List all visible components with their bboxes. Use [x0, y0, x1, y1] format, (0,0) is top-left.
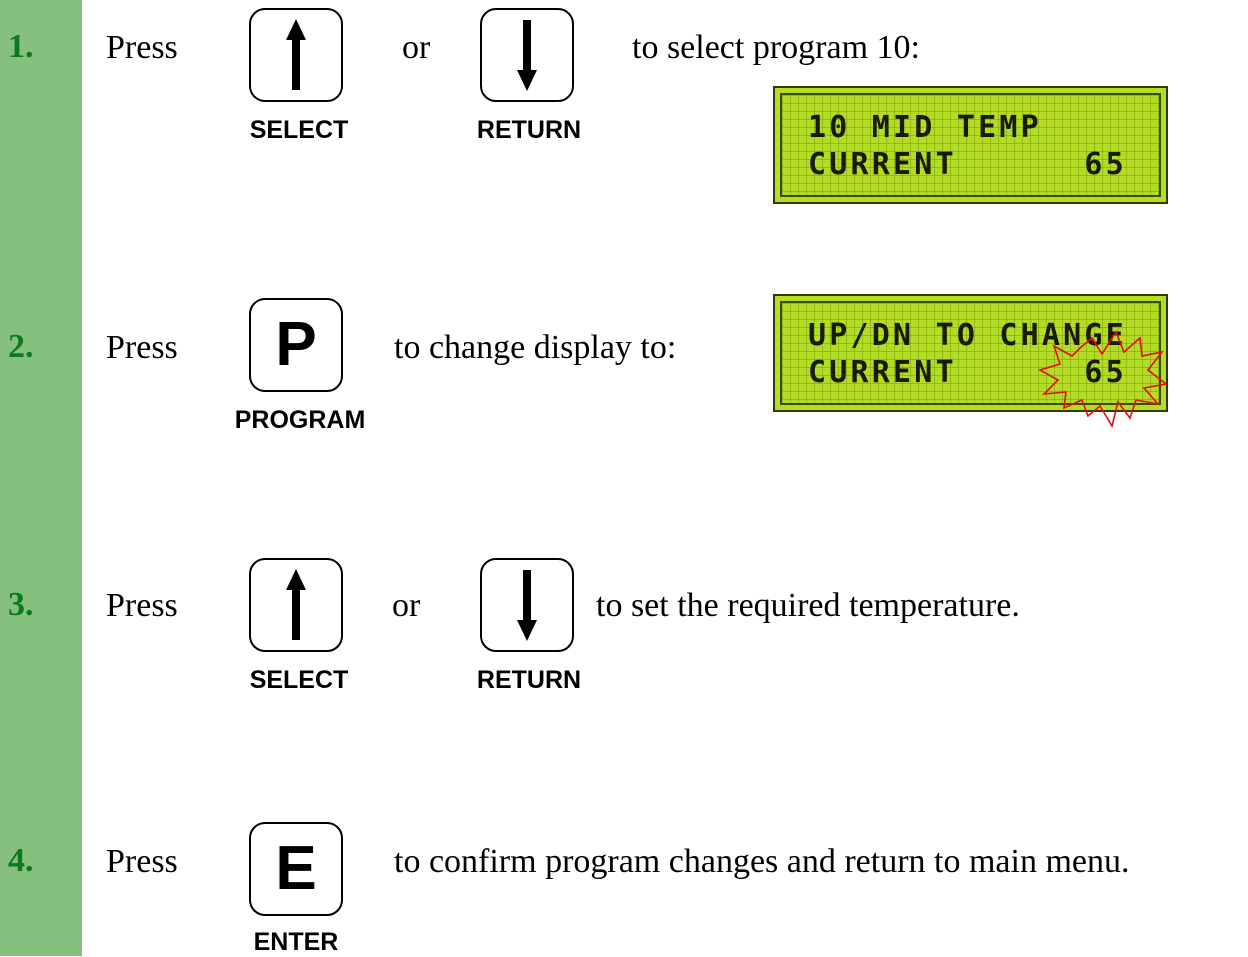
return-down-key[interactable] [480, 558, 574, 652]
select-up-key[interactable] [249, 558, 343, 652]
return-down-key[interactable] [480, 8, 574, 102]
highlight-burst-icon [1037, 330, 1168, 428]
step-3-press-text: Press [106, 587, 178, 624]
lcd-display-step-1: 10 MID TEMP CURRENT 65 [773, 86, 1168, 204]
program-key-label: PROGRAM [234, 406, 366, 434]
step-1-or-text: or [402, 29, 431, 66]
select-key-label: SELECT [249, 116, 349, 144]
enter-key-symbol: E [275, 834, 317, 903]
lcd-line-1: UP/DN TO CHANGE [808, 318, 1127, 353]
lcd-display-step-2: UP/DN TO CHANGE CURRENT 65 [773, 294, 1168, 412]
enter-key[interactable]: E [249, 822, 343, 916]
step-1-instruction: to select program 10: [632, 29, 920, 66]
step-4-instruction: to confirm program changes and return to… [394, 843, 1130, 880]
arrow-up-icon [286, 569, 306, 640]
return-key-label: RETURN [476, 666, 582, 694]
arrow-down-icon [517, 20, 537, 91]
program-key-symbol: P [275, 310, 317, 379]
step-4-press-text: Press [106, 843, 178, 880]
select-key-label: SELECT [249, 666, 349, 694]
arrow-down-icon [517, 570, 537, 641]
step-1-press-text: Press [106, 29, 178, 66]
program-key[interactable]: P [249, 298, 343, 392]
lcd-line-1: 10 MID TEMP [808, 110, 1042, 145]
step-sidebar [0, 0, 82, 956]
step-2-number: 2. [8, 328, 34, 365]
step-2-instruction: to change display to: [394, 329, 677, 366]
return-key-label: RETURN [476, 116, 582, 144]
lcd-line-2: CURRENT 65 [808, 355, 1127, 390]
step-1-number: 1. [8, 28, 34, 65]
step-2-press-text: Press [106, 329, 178, 366]
step-3-instruction: to set the required temperature. [596, 587, 1020, 624]
step-4-number: 4. [8, 842, 34, 879]
lcd-line-2: CURRENT 65 [808, 147, 1127, 182]
select-up-key[interactable] [249, 8, 343, 102]
enter-key-label: ENTER [253, 928, 339, 956]
arrow-up-icon [286, 19, 306, 90]
step-3-or-text: or [392, 587, 421, 624]
step-3-number: 3. [8, 586, 34, 623]
